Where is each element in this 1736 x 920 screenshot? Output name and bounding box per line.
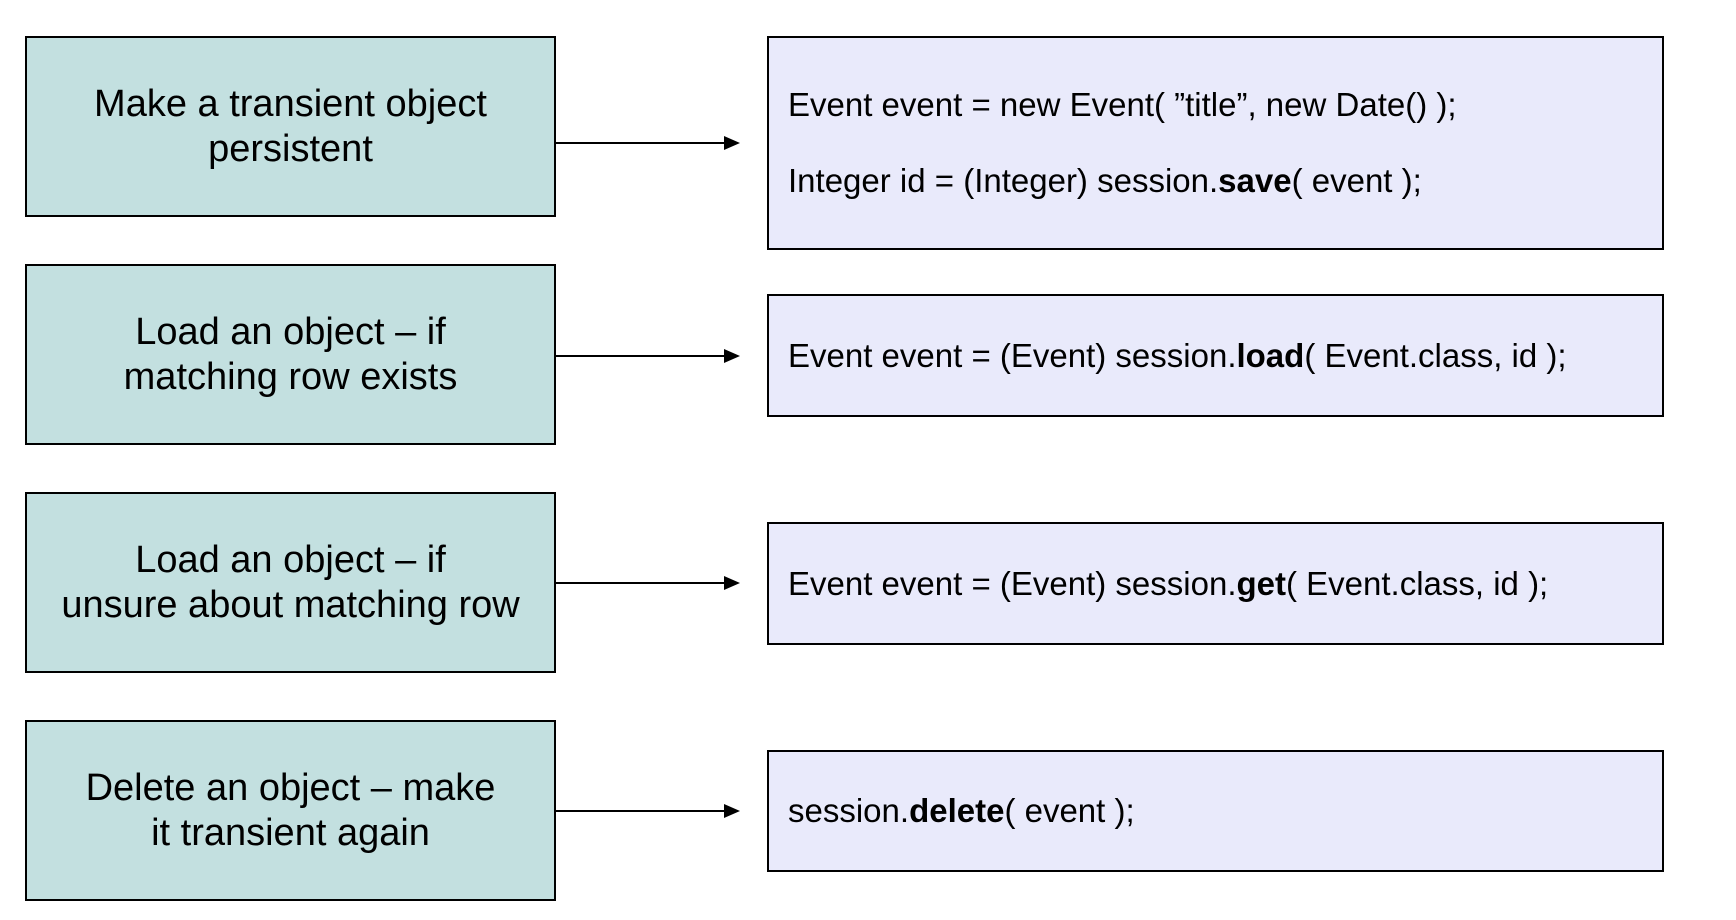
method-name-save: save [1218, 162, 1292, 199]
code-text: session. [788, 792, 910, 829]
operation-box-delete: Delete an object – make it transient aga… [25, 720, 556, 901]
operation-label-line: it transient again [151, 811, 430, 854]
code-text: ( Event.class, id ); [1285, 564, 1549, 602]
operation-box-load: Load an object – if matching row exists [25, 264, 556, 445]
method-name-get: get [1236, 564, 1286, 602]
code-text: ( event ); [1291, 162, 1422, 199]
code-text: Event event = new Event( ”title”, new Da… [788, 86, 1457, 123]
operation-label-line: Delete an object – make [85, 766, 496, 809]
operation-box-get: Load an object – if unsure about matchin… [25, 492, 556, 673]
operation-label-line: Make a transient object [94, 82, 487, 125]
arrow-connector [556, 576, 740, 590]
operation-box-save: Make a transient object persistent [25, 36, 556, 217]
code-box-get: Event event = (Event) session.get( Event… [767, 522, 1664, 645]
code-text: Event event = (Event) session. [788, 336, 1237, 374]
operation-label-line: matching row exists [123, 355, 458, 398]
code-text: ( event ); [1004, 792, 1135, 829]
method-name-load: load [1236, 336, 1305, 374]
code-box-delete: session.delete( event ); [767, 750, 1664, 872]
code-box-load: Event event = (Event) session.load( Even… [767, 294, 1664, 417]
operation-label-line: persistent [208, 127, 373, 170]
arrow-connector [556, 136, 740, 150]
code-line: session.delete( event ); [788, 791, 1662, 831]
code-text: ( Event.class, id ); [1304, 336, 1567, 374]
operation-label-line: Load an object – if [135, 310, 446, 353]
code-line: Event event = (Event) session.get( Event… [788, 564, 1662, 604]
code-line: Event event = (Event) session.load( Even… [788, 336, 1662, 376]
code-line: Event event = new Event( ”title”, new Da… [788, 85, 1662, 125]
operation-label-line: unsure about matching row [61, 583, 520, 626]
code-box-save: Event event = new Event( ”title”, new Da… [767, 36, 1664, 250]
arrow-connector [556, 804, 740, 818]
operation-label-line: Load an object – if [135, 538, 446, 581]
method-name-delete: delete [909, 792, 1005, 829]
code-line: Integer id = (Integer) session.save( eve… [788, 161, 1662, 201]
code-text: Event event = (Event) session. [788, 564, 1237, 602]
arrow-connector [556, 349, 740, 363]
code-text: Integer id = (Integer) session. [788, 162, 1219, 199]
